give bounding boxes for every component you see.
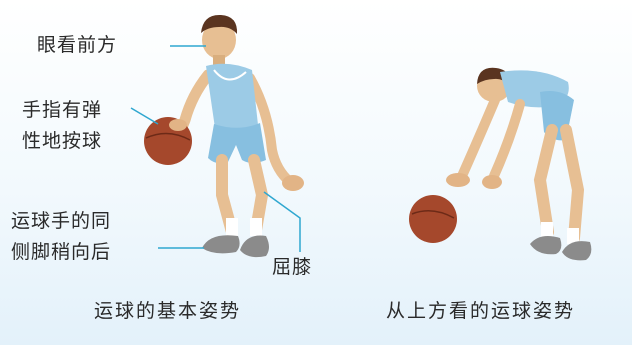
- label-foot-line-2: 侧脚稍向后: [11, 241, 112, 263]
- player-top-view: [409, 67, 592, 261]
- knees-callout-line: [263, 191, 301, 252]
- label-eyes-forward: 眼看前方: [37, 34, 118, 56]
- callout-lines: [130, 45, 301, 252]
- caption-top-view: 从上方看的运球姿势: [386, 300, 576, 322]
- label-fingers-line-1: 手指有弹: [22, 99, 103, 121]
- fingers-callout-line: [130, 107, 159, 125]
- label-foot-line-1: 运球手的同: [11, 210, 112, 232]
- player-front-view: [144, 14, 304, 258]
- caption-basic-stance: 运球的基本姿势: [94, 300, 242, 322]
- label-bend-knees: 屈膝: [272, 256, 313, 278]
- label-fingers-line-2: 性地按球: [22, 130, 103, 152]
